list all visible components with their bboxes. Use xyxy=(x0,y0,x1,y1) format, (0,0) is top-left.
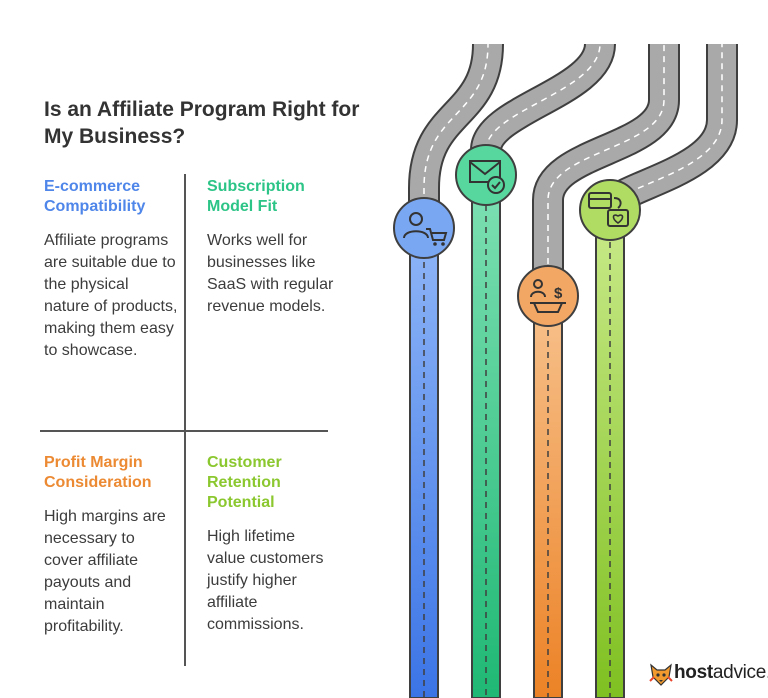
logo-text-regular: advice. xyxy=(712,662,768,683)
road-lime xyxy=(595,209,625,698)
customer-retention-body: High lifetime value customers justify hi… xyxy=(207,528,324,633)
grid-divider-vertical-top xyxy=(184,174,186,430)
logo-text: hostadvice. xyxy=(674,662,768,684)
grid-divider-horizontal xyxy=(40,430,328,432)
grid-divider-vertical-bottom xyxy=(184,432,186,666)
road-blue-grey xyxy=(408,43,504,205)
ecommerce-body: Affiliate programs are suitable due to t… xyxy=(44,232,178,359)
road-orange-grey xyxy=(532,44,680,275)
svg-text:$: $ xyxy=(554,285,563,302)
profit-margin-heading: Profit Margin Consideration xyxy=(44,454,152,491)
subscription-body: Works well for businesses like SaaS with… xyxy=(207,232,334,315)
ecommerce-heading: E-commerce Compatibility xyxy=(44,178,146,215)
page-title: Is an Affiliate Program Right for My Bus… xyxy=(44,98,360,148)
road-green xyxy=(471,174,501,698)
envelope-check-icon xyxy=(455,144,517,206)
fox-logo-icon xyxy=(649,663,673,686)
hostadvice-logo: hostadvice. xyxy=(648,658,768,688)
profit-margin-body: High margins are necessary to cover affi… xyxy=(44,508,166,635)
logo-text-bold: host xyxy=(674,662,713,683)
person-dollar-icon: $ xyxy=(517,265,579,327)
card-heart-icon xyxy=(579,179,641,241)
subscription-heading: Subscription Model Fit xyxy=(207,178,305,215)
customer-retention-heading: Customer Retention Potential xyxy=(207,454,282,511)
road-green-grey xyxy=(470,41,616,153)
person-cart-icon xyxy=(393,197,455,259)
road-orange xyxy=(533,295,563,698)
road-blue xyxy=(409,227,439,698)
